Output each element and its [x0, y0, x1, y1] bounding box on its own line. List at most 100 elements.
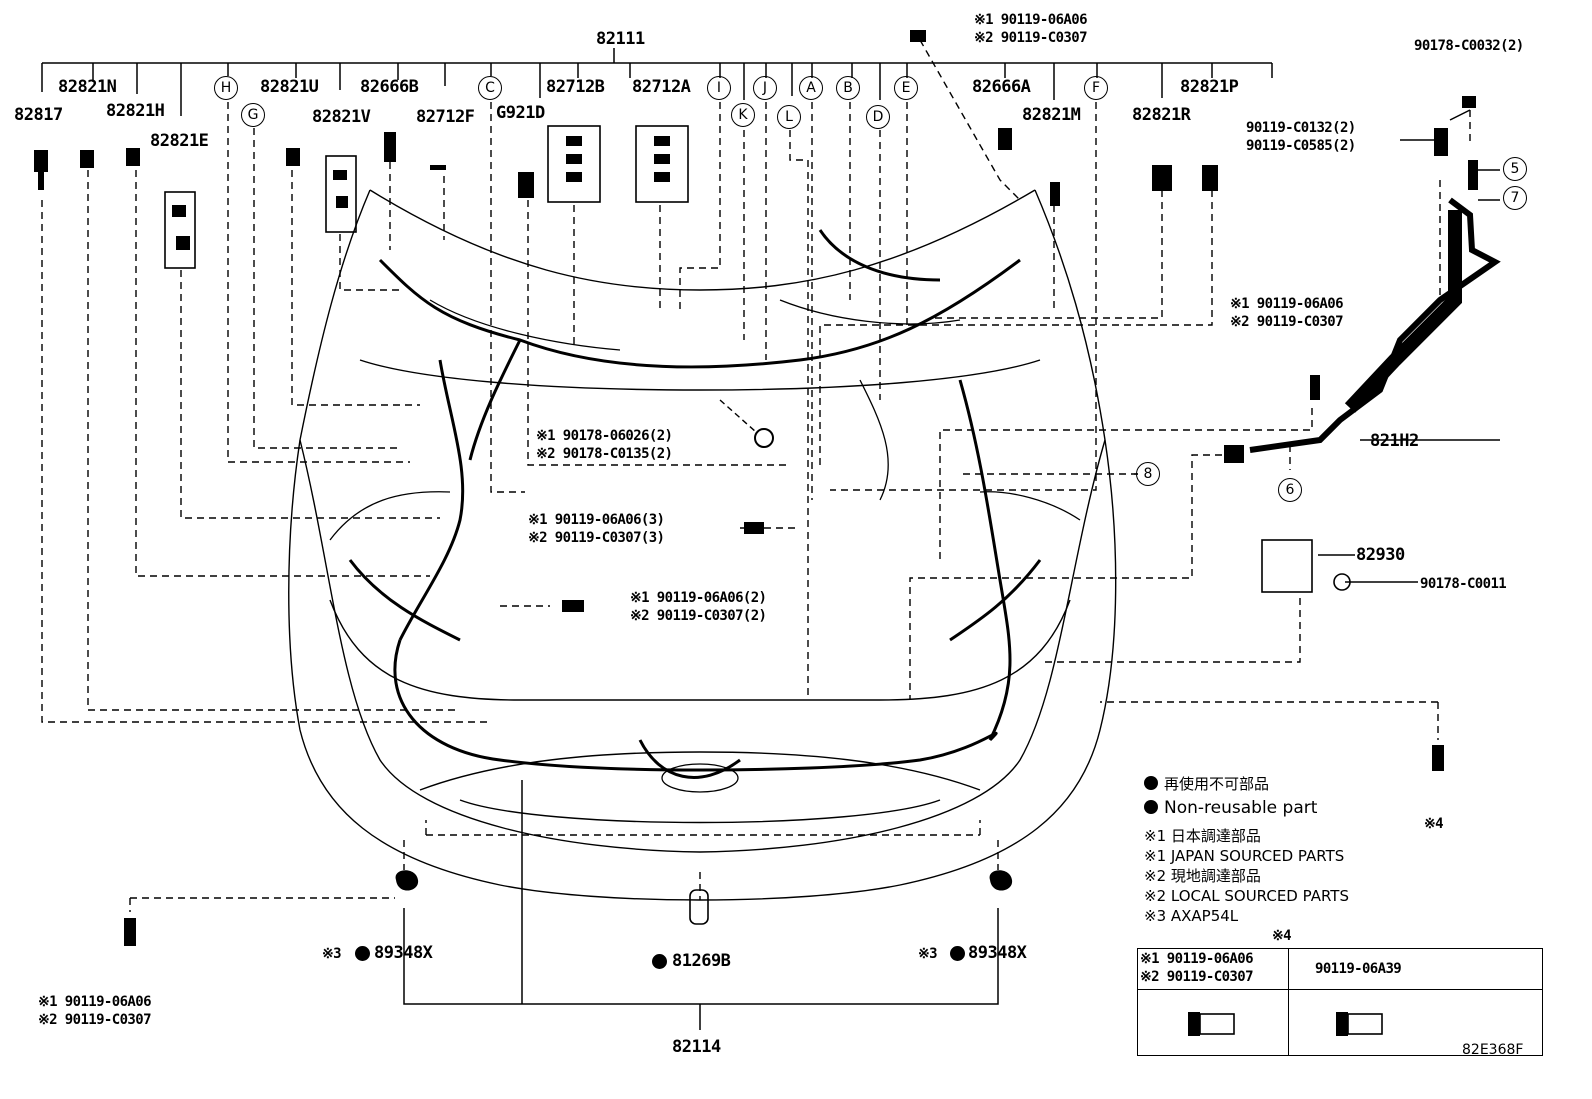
- harness-wires: [348, 229, 1042, 779]
- circle-C: C: [478, 76, 502, 100]
- cover-shape: [1249, 197, 1501, 453]
- bottom-left-note-1: ※1 90119-06A06: [38, 994, 152, 1010]
- label-82821H: 82821H: [106, 101, 165, 121]
- circle-H: H: [214, 76, 238, 100]
- connector-boxes: [164, 125, 1383, 1035]
- circle-A: A: [799, 76, 823, 100]
- center-bolt3-note-1: ※1 90119-06A06(3): [528, 512, 665, 528]
- label-82817: 82817: [14, 105, 63, 125]
- legend-note2-jp: ※2 現地調達部品: [1144, 867, 1261, 885]
- center-nut-note-2: ※2 90178-C0135(2): [536, 446, 673, 462]
- label-82821P: 82821P: [1180, 77, 1239, 97]
- mark3-right: ※3: [918, 946, 938, 962]
- bolt-table-col1-line2: ※2 90119-C0307: [1140, 969, 1254, 985]
- label-82712B: 82712B: [546, 77, 605, 97]
- legend-non-reusable-jp: 再使用不可部品: [1144, 774, 1269, 794]
- circle-5: 5: [1503, 157, 1527, 181]
- label-821H2: 821H2: [1370, 431, 1419, 451]
- label-82666A: 82666A: [972, 77, 1031, 97]
- vehicle-outline: [288, 189, 1117, 901]
- bolt-table: ※1 90119-06A06 ※2 90119-C0307 90119-06A3…: [1137, 948, 1543, 1056]
- center-bolt3-note-2: ※2 90119-C0307(3): [528, 530, 665, 546]
- label-82821V: 82821V: [312, 107, 371, 127]
- legend-non-reusable-en: Non-reusable part: [1144, 798, 1317, 818]
- right-leaders: [1400, 139, 1500, 201]
- right-top-note-2: 90119-C0585(2): [1246, 138, 1356, 154]
- leader-lines: [41, 48, 1273, 116]
- label-89348X-right: 89348X: [968, 943, 1027, 963]
- label-82930: 82930: [1356, 545, 1405, 565]
- label-82111: 82111: [596, 29, 645, 49]
- nut-dashed: [719, 399, 757, 433]
- right-mid-note-2: ※2 90119-C0307: [1230, 314, 1344, 330]
- right-mid-note-1: ※1 90119-06A06: [1230, 296, 1344, 312]
- legend-note2-en: ※2 LOCAL SOURCED PARTS: [1144, 887, 1349, 905]
- circle-7: 7: [1503, 186, 1527, 210]
- bottom-left-note-2: ※2 90119-C0307: [38, 1012, 152, 1028]
- bottom-clips: [395, 870, 1013, 891]
- label-90178-C0032: 90178-C0032(2): [1414, 38, 1524, 54]
- circle-6: 6: [1278, 478, 1302, 502]
- circle-G: G: [241, 103, 265, 127]
- label-82821E: 82821E: [150, 131, 209, 151]
- non-reusable-dot-right: [950, 946, 965, 961]
- legend-non-reusable-en-text: Non-reusable part: [1164, 798, 1318, 818]
- right-top-note-1: 90119-C0132(2): [1246, 120, 1356, 136]
- label-81269B: 81269B: [672, 951, 731, 971]
- circle-F: F: [1084, 76, 1108, 100]
- legend-non-reusable-jp-text: 再使用不可部品: [1164, 775, 1270, 793]
- circle-I: I: [707, 76, 731, 100]
- non-reusable-dot-left: [355, 946, 370, 961]
- circle-E: E: [894, 76, 918, 100]
- label-82821R: 82821R: [1132, 105, 1191, 125]
- bolt-table-cell-2: 90119-06A39: [1289, 949, 1542, 990]
- legend-note3: ※3 AXAP54L: [1144, 907, 1239, 925]
- circle-8: 8: [1136, 462, 1160, 486]
- box-inner-marks: [172, 136, 670, 250]
- label-G921D: G921D: [496, 103, 545, 123]
- legend-note1-en: ※1 JAPAN SOURCED PARTS: [1144, 847, 1345, 865]
- label-82712A: 82712A: [632, 77, 691, 97]
- cover-body: [1344, 210, 1462, 413]
- label-82666B: 82666B: [360, 77, 419, 97]
- circle-D: D: [866, 105, 890, 129]
- bolt-table-cell-1: ※1 90119-06A06 ※2 90119-C0307: [1138, 949, 1289, 990]
- circle-B: B: [836, 76, 860, 100]
- part-leaders: [1318, 439, 1500, 556]
- mark3-left: ※3: [322, 946, 342, 962]
- label-82114: 82114: [672, 1037, 721, 1057]
- top-clip-note-2: ※2 90119-C0307: [974, 30, 1088, 46]
- circle-J: J: [753, 76, 777, 100]
- nut-leader: [1449, 109, 1471, 121]
- bolt-table-col1-line1: ※1 90119-06A06: [1140, 951, 1254, 967]
- label-82821M: 82821M: [1022, 105, 1081, 125]
- table4-title: ※4: [1272, 928, 1292, 944]
- center-hardware: [562, 30, 926, 612]
- center-bolt2-note-1: ※1 90119-06A06(2): [630, 590, 767, 606]
- figure-code: 82E368F: [1462, 1042, 1524, 1058]
- bolt-table-cell-3: [1138, 990, 1289, 1055]
- top-clip-note-1: ※1 90119-06A06: [974, 12, 1088, 28]
- legend-dot-jp: [1144, 776, 1158, 790]
- circle-K: K: [731, 103, 755, 127]
- harness-thin: [329, 299, 1081, 793]
- legend-note1-jp: ※1 日本調達部品: [1144, 827, 1261, 845]
- label-82712F: 82712F: [416, 107, 475, 127]
- clip-symbol: [1333, 573, 1351, 591]
- legend-dot-en: [1144, 800, 1158, 814]
- bolt-table-col2: 90119-06A39: [1315, 961, 1402, 977]
- label-82821N: 82821N: [58, 77, 117, 97]
- mark4-label: ※4: [1424, 816, 1444, 832]
- label-90178-C0011: 90178-C0011: [1420, 576, 1507, 592]
- dashed-leaders: [41, 39, 1471, 912]
- label-82821U: 82821U: [260, 77, 319, 97]
- center-nut-note-1: ※1 90178-06026(2): [536, 428, 673, 444]
- label-89348X-left: 89348X: [374, 943, 433, 963]
- top-connectors: [34, 96, 1478, 1036]
- bottom-bracket: [403, 780, 999, 1030]
- non-reusable-dot-center: [652, 954, 667, 969]
- center-bolt2-note-2: ※2 90119-C0307(2): [630, 608, 767, 624]
- circle-L: L: [777, 105, 801, 129]
